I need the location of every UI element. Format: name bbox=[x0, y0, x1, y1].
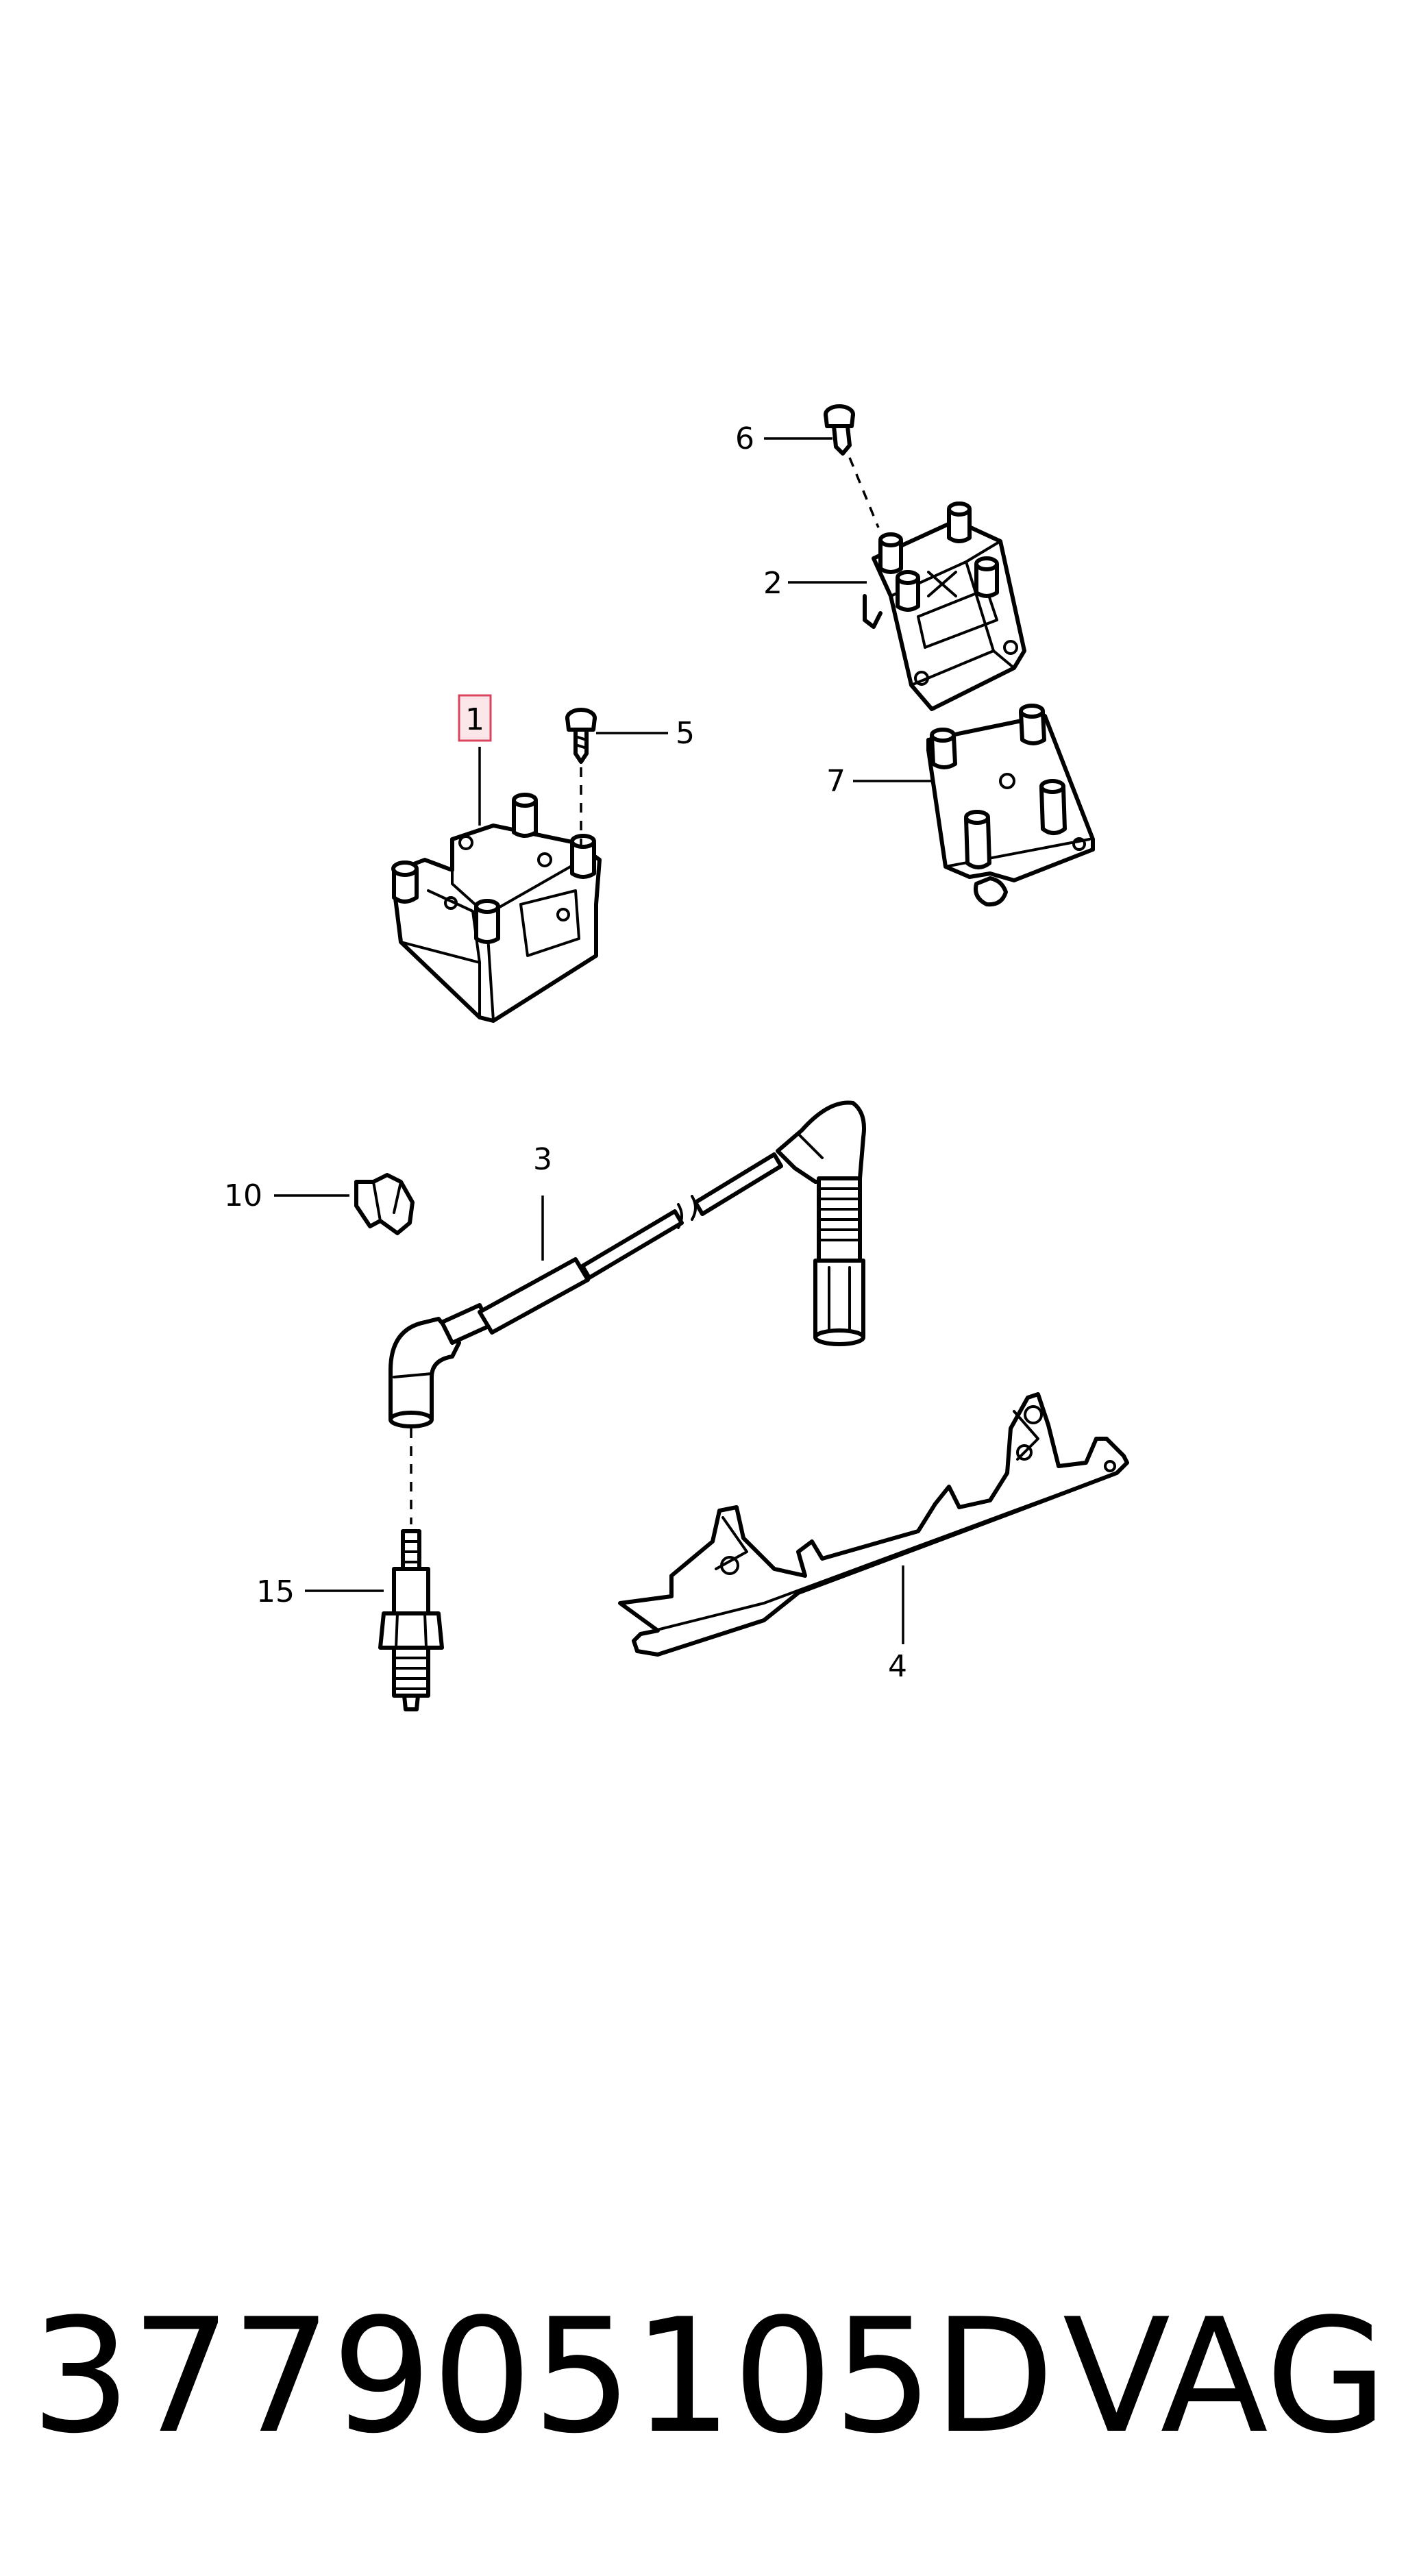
screw-part-6[interactable] bbox=[824, 404, 855, 456]
callout-label-15[interactable]: 15 bbox=[256, 1574, 295, 1609]
screw-6-assembly-line bbox=[848, 457, 880, 528]
callout-label-10[interactable]: 10 bbox=[224, 1178, 262, 1213]
screw-part-5[interactable] bbox=[565, 708, 597, 764]
callout-label-3[interactable]: 3 bbox=[533, 1142, 552, 1177]
ignition-coil-part-1[interactable] bbox=[391, 793, 602, 1023]
callout-label-2[interactable]: 2 bbox=[763, 566, 782, 601]
callout-label-1[interactable]: 1 bbox=[465, 702, 484, 737]
callout-1-highlight bbox=[458, 694, 492, 742]
brand-name: VAG bbox=[1063, 2286, 1387, 2468]
coil-pack-part-2[interactable] bbox=[863, 501, 1026, 711]
callout-label-6[interactable]: 6 bbox=[735, 421, 754, 456]
callout-label-7[interactable]: 7 bbox=[826, 764, 846, 799]
part-number: 377905105D bbox=[31, 2286, 1054, 2468]
heat-shield-part-4[interactable] bbox=[618, 1392, 1129, 1657]
callout-label-4[interactable]: 4 bbox=[888, 1649, 907, 1684]
bracket-plate-part-7[interactable] bbox=[926, 704, 1095, 907]
ignition-lead-part-3[interactable] bbox=[388, 1100, 866, 1428]
spark-plug-part-15[interactable] bbox=[378, 1529, 444, 1711]
callout-label-5[interactable]: 5 bbox=[676, 716, 695, 751]
clip-part-10[interactable] bbox=[354, 1173, 415, 1235]
